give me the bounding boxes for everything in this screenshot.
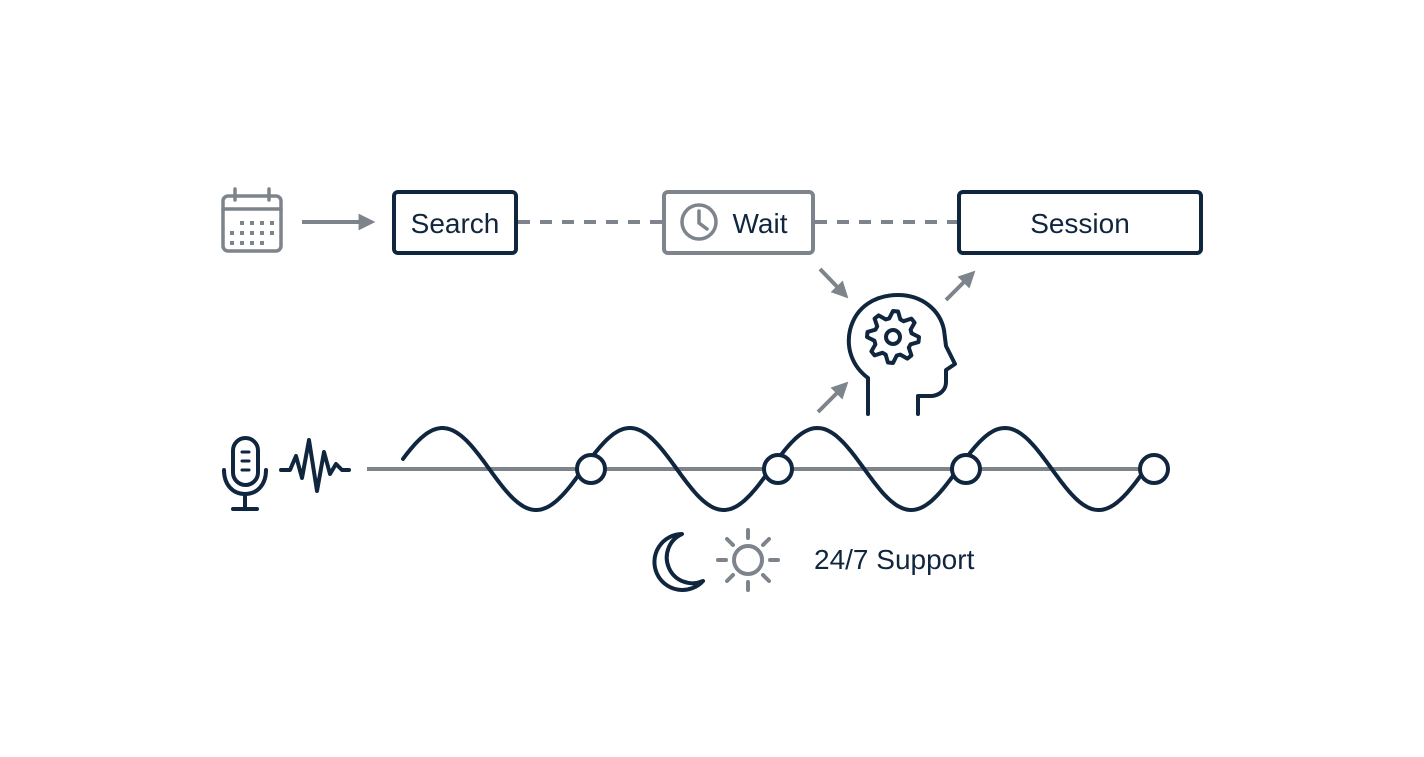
sun-icon [716, 528, 780, 592]
arrow-wait-to-head [818, 267, 849, 299]
step-session: Session [957, 190, 1203, 255]
session-box [957, 190, 1203, 255]
session-label: Session [1030, 208, 1130, 239]
timeline-node [950, 453, 982, 485]
wait-label: Wait [733, 208, 788, 239]
step-search: Search [392, 190, 518, 255]
search-label: Search [411, 208, 500, 239]
timeline-node [575, 453, 607, 485]
step-wait: Wait [662, 190, 815, 255]
waveform-icon [279, 438, 351, 493]
moon-icon [652, 532, 705, 592]
arrow-head-to-session [944, 270, 976, 302]
timeline-node [762, 453, 794, 485]
microphone-icon [222, 436, 268, 511]
head-gear-icon [846, 293, 957, 416]
arrow-wave-to-head [816, 381, 849, 414]
search-box [392, 190, 518, 255]
support-label: 24/7 Support [814, 544, 975, 575]
calendar-icon [221, 187, 283, 253]
clock-icon [680, 203, 718, 241]
timeline-node [1138, 453, 1170, 485]
